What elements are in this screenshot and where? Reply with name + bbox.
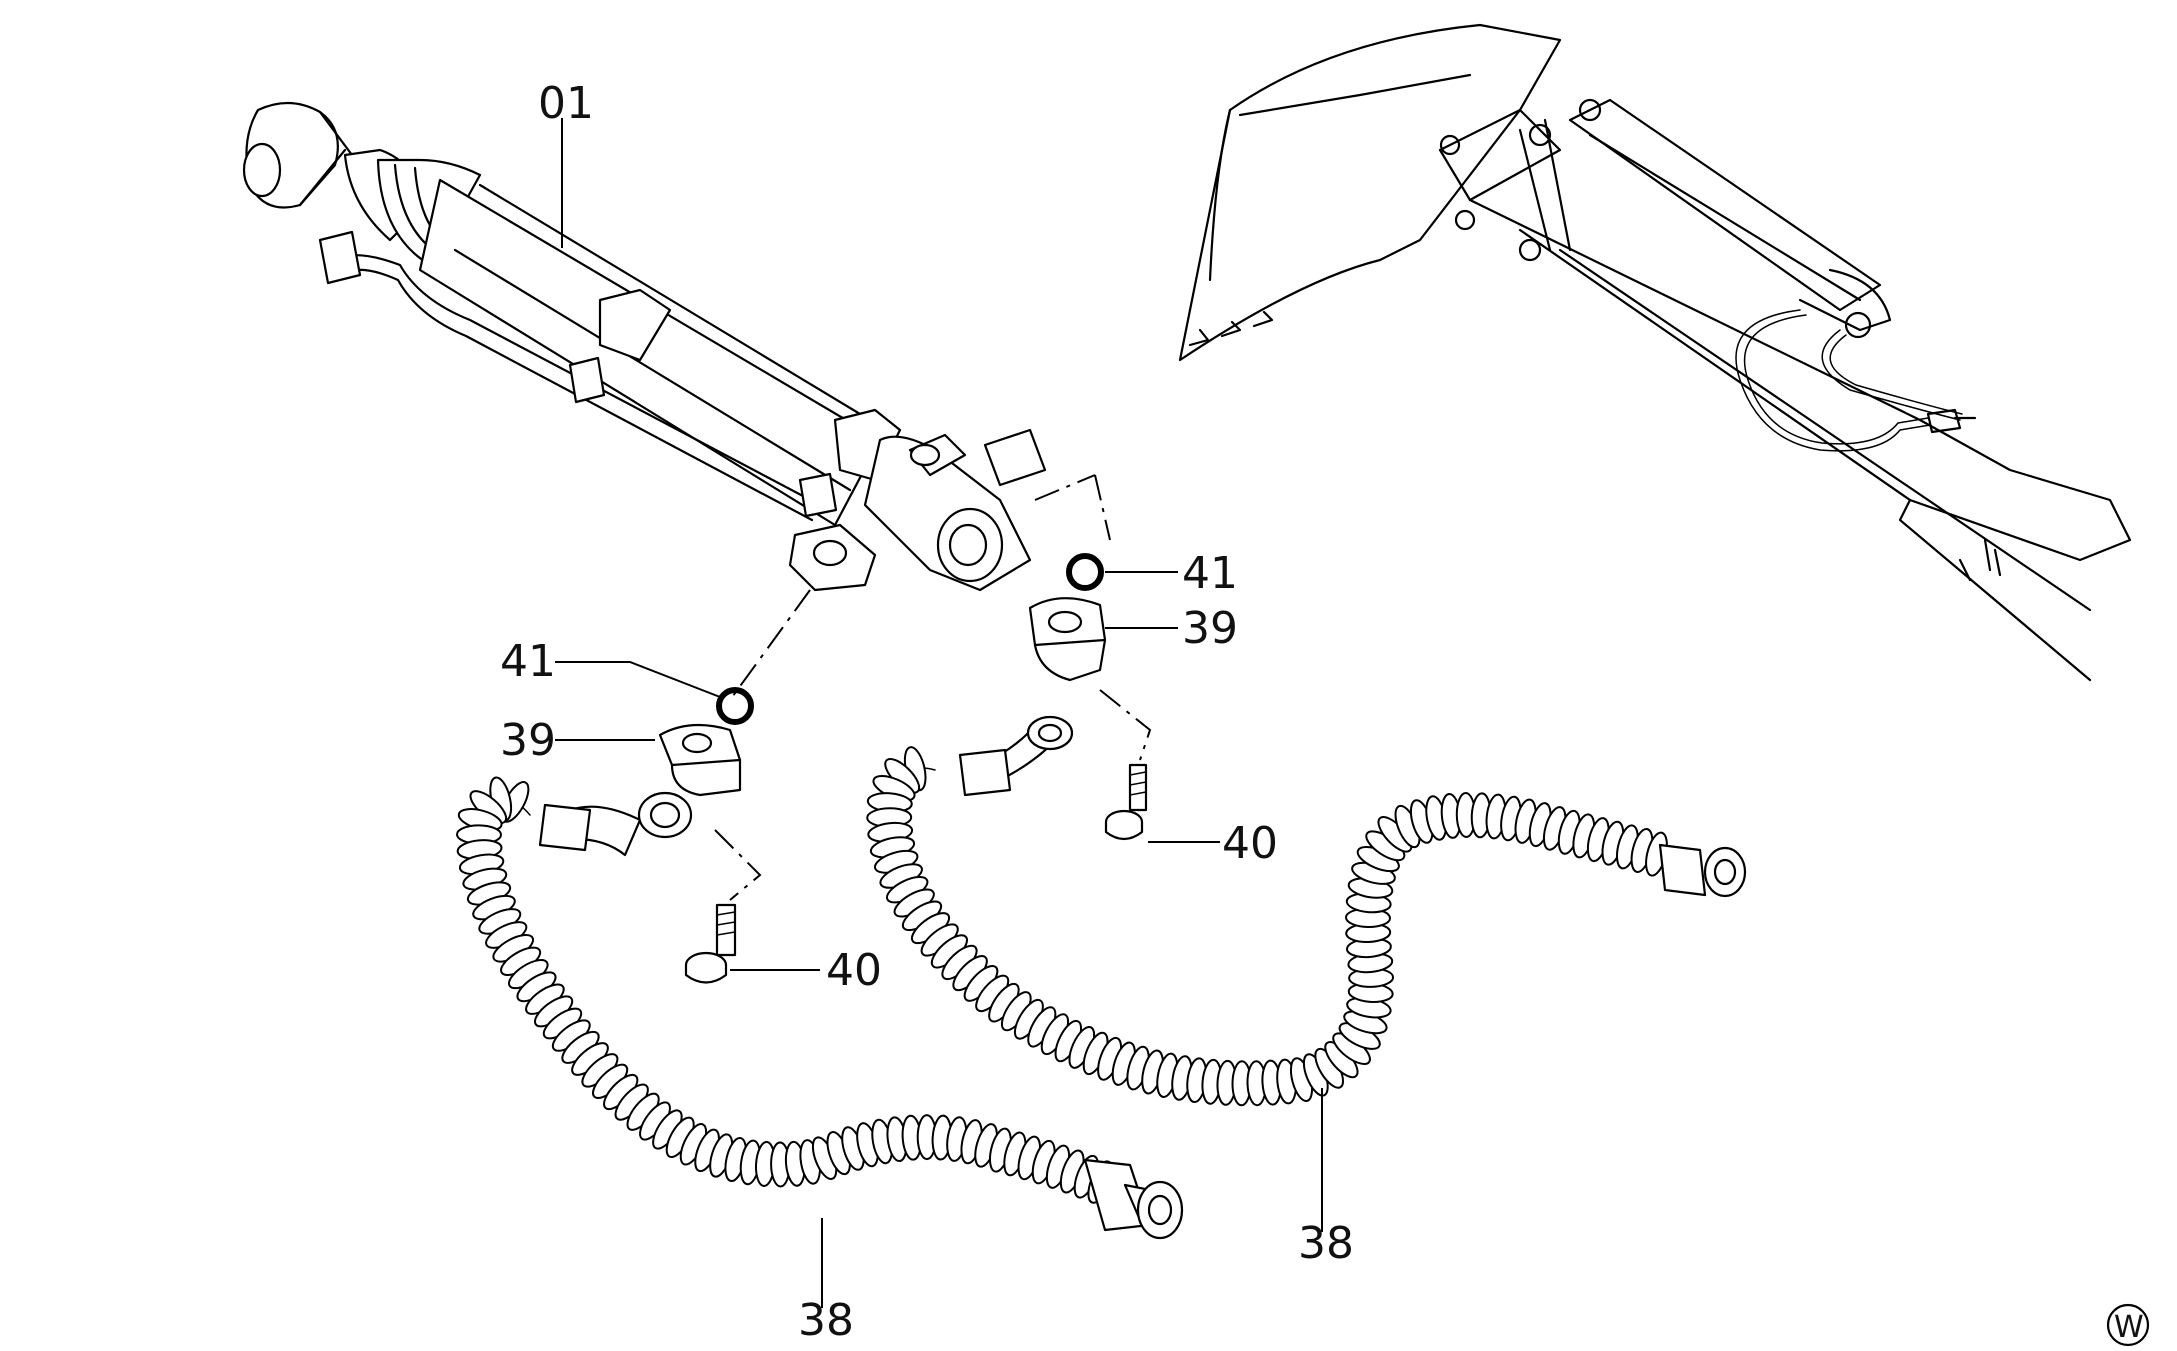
hydraulic-cylinder: [242, 101, 1047, 592]
callout-41-left: 41: [500, 636, 556, 687]
hose-left-coils: [456, 776, 1114, 1204]
callout-01: 01: [538, 78, 594, 129]
centerline-left: [729, 589, 811, 701]
callout-41-right: 41: [1182, 548, 1238, 599]
callout-40-right: 40: [1222, 818, 1278, 869]
split-flange-left: [658, 723, 742, 797]
centerline-bolt-left: [714, 829, 762, 901]
corner-mark: W: [2106, 1303, 2150, 1347]
bolt-left: [684, 903, 737, 984]
hose-right: [866, 715, 1747, 1107]
o-ring-left: [716, 687, 754, 725]
callout-38-right: 38: [1298, 1218, 1354, 1269]
hose-right-coils: [866, 746, 1668, 1107]
locator-inset-excavator-arm: [1178, 23, 2132, 682]
callout-39-right: 39: [1182, 603, 1238, 654]
corner-mark-label: W: [2114, 1310, 2144, 1345]
callout-40-left: 40: [826, 945, 882, 996]
bolt-right: [1104, 763, 1148, 841]
centerline-bolt-right: [1099, 689, 1152, 761]
callout-38-left: 38: [798, 1295, 854, 1346]
centerline-right: [1034, 474, 1111, 541]
callout-39-left: 39: [500, 715, 556, 766]
hose-left: [456, 776, 1184, 1240]
split-flange-right: [1028, 597, 1107, 682]
o-ring-right: [1066, 553, 1104, 591]
